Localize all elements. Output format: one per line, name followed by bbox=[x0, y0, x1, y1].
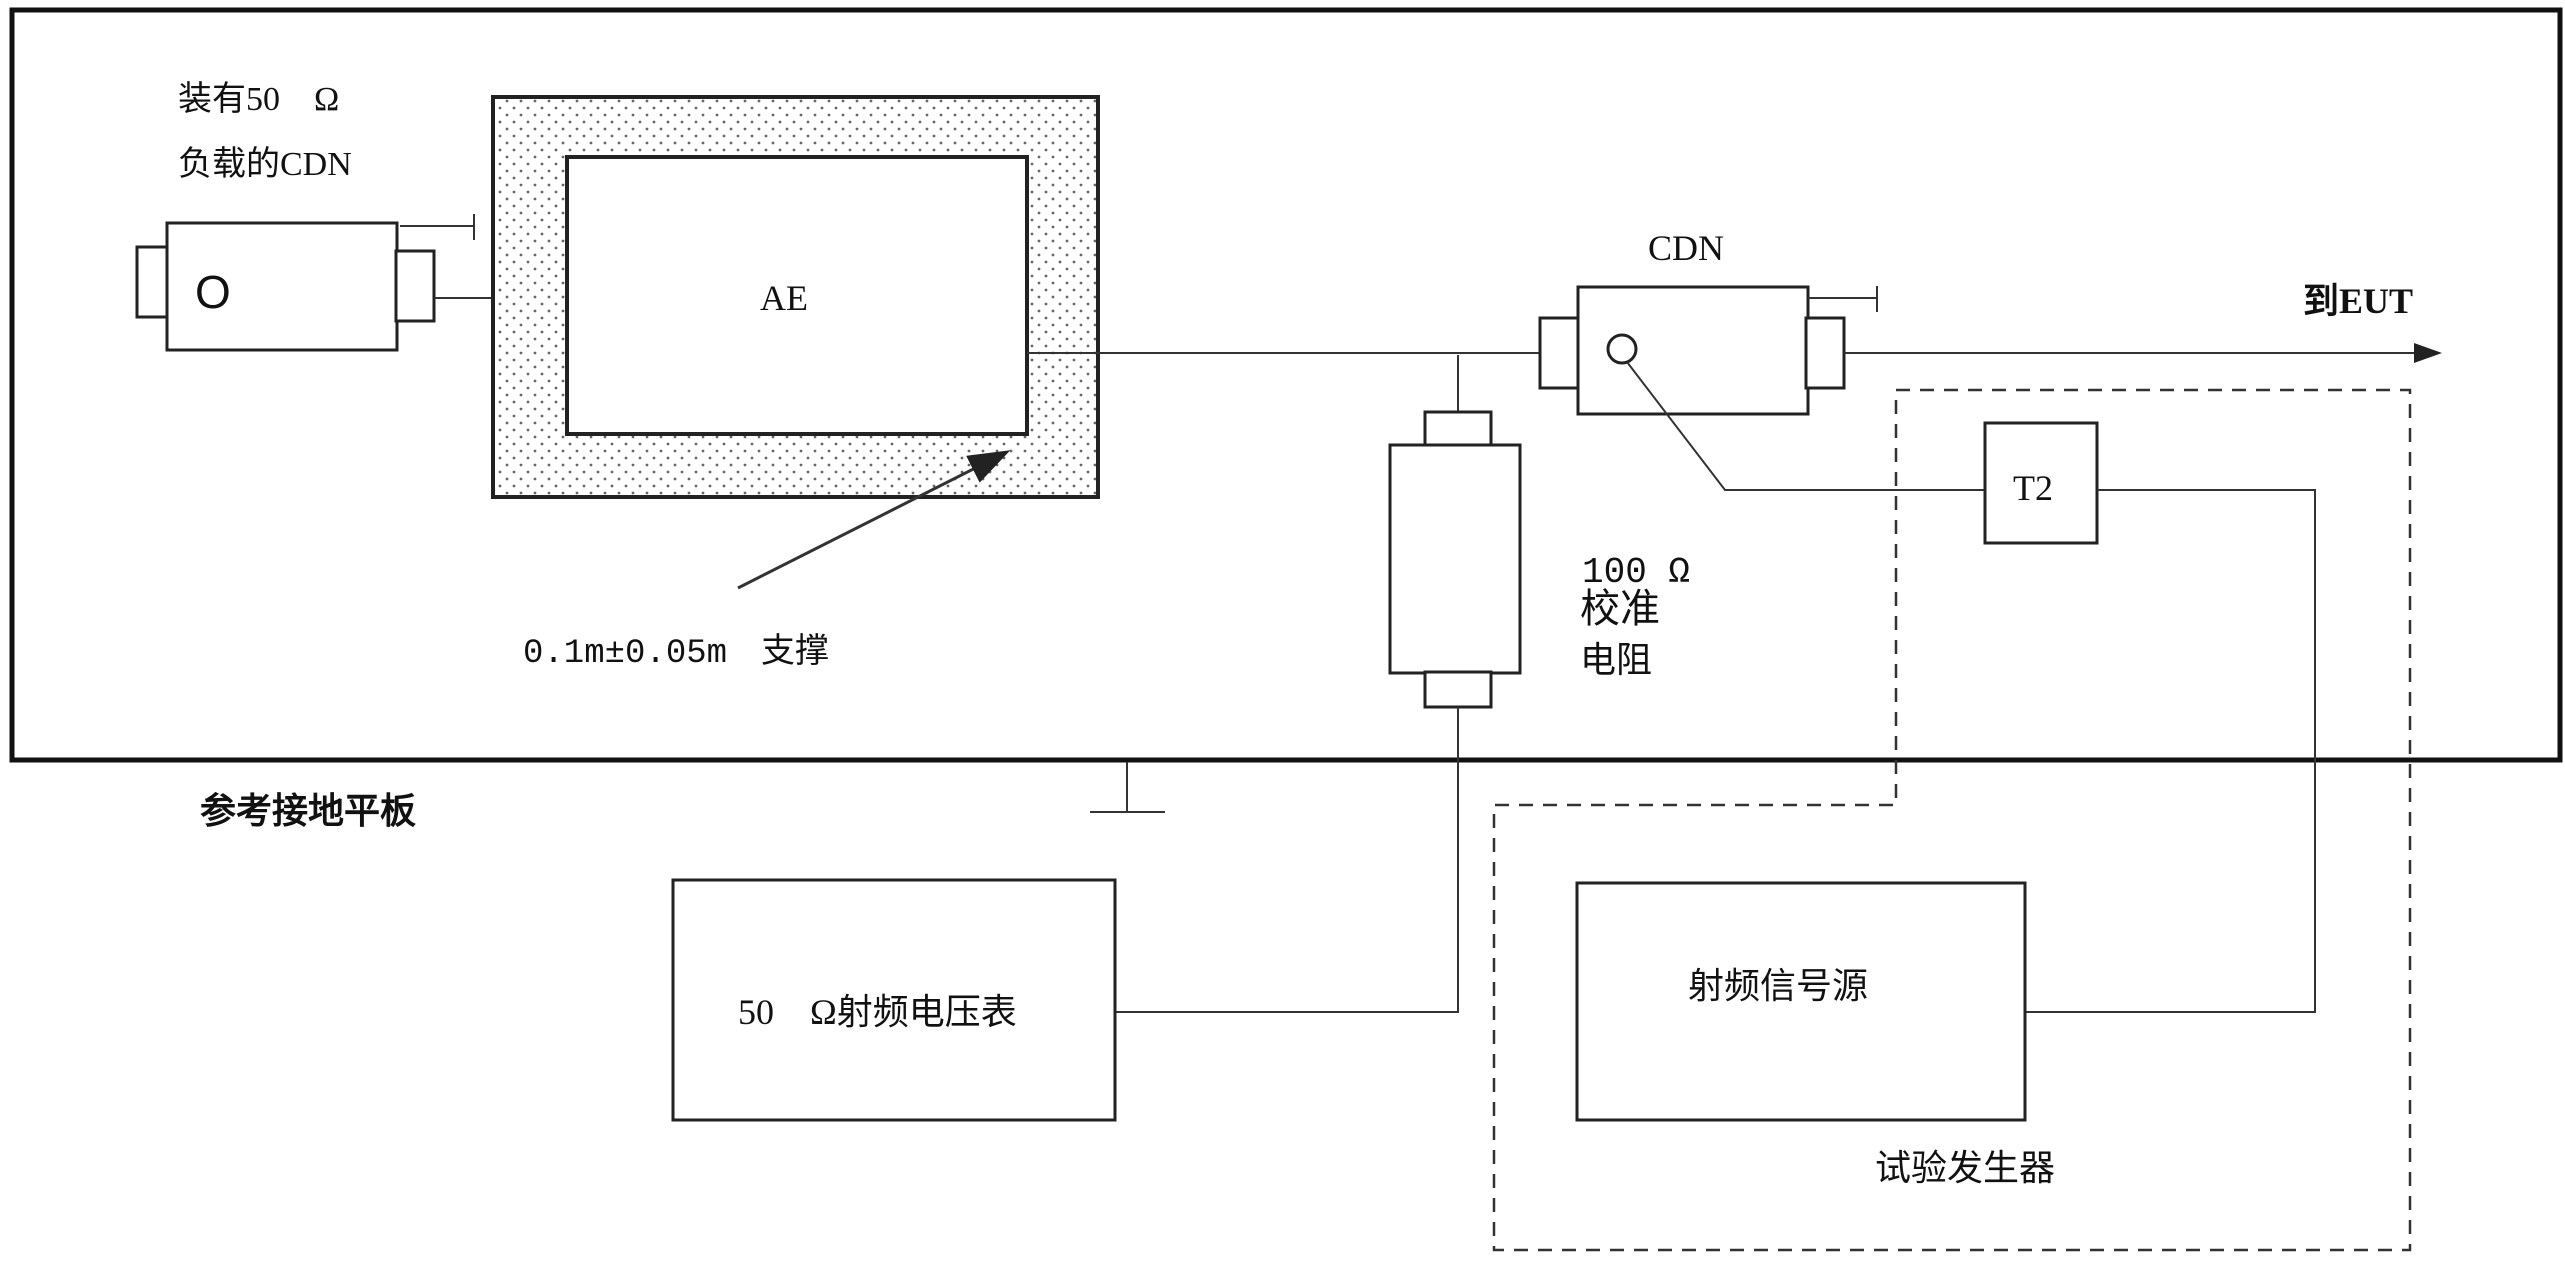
resistor-label-line3: 电阻 bbox=[1580, 640, 1652, 680]
rf-source-label: 射频信号源 bbox=[1688, 966, 1868, 1006]
support-label: 0.1m±0.05m 支撑 bbox=[523, 632, 829, 673]
ae-label: AE bbox=[760, 278, 808, 318]
ground-plane-label: 参考接地平板 bbox=[200, 791, 416, 831]
resistor-label-line1: 100 Ω bbox=[1582, 552, 1690, 593]
cdn-50-label-line1: 装有50 Ω bbox=[178, 80, 339, 118]
to-eut-label: 到EUT bbox=[2303, 281, 2413, 321]
voltmeter-label: 50 Ω射频电压表 bbox=[738, 992, 1017, 1032]
rf-source-box bbox=[1575, 881, 2027, 1122]
t2-box bbox=[1983, 421, 2099, 545]
cdn-50-load bbox=[135, 214, 475, 352]
rf-voltmeter-box bbox=[671, 878, 1117, 1122]
wire-cdn-to-t2 bbox=[1626, 361, 1985, 491]
support-arrow bbox=[737, 450, 1011, 590]
t2-label: T2 bbox=[2013, 468, 2053, 508]
resistor-label-line2: 校准 bbox=[1580, 586, 1660, 631]
wire-t2-to-source bbox=[2025, 489, 2316, 1013]
calibration-resistor bbox=[1388, 355, 1522, 709]
wire-resistor-to-voltmeter bbox=[1115, 707, 1459, 1013]
test-generator-boundary bbox=[1492, 388, 2412, 1252]
ground-plane-frame bbox=[9, 7, 2563, 763]
cdn-50-symbol: O bbox=[195, 266, 231, 318]
ae-box bbox=[491, 95, 1100, 499]
test-generator-label: 试验发生器 bbox=[1875, 1148, 2055, 1188]
cdn-50-label-line2: 负载的CDN bbox=[178, 145, 352, 183]
ground-symbol bbox=[1090, 762, 1165, 813]
cdn-right bbox=[1538, 285, 1878, 416]
cdn-label: CDN bbox=[1648, 228, 1724, 268]
